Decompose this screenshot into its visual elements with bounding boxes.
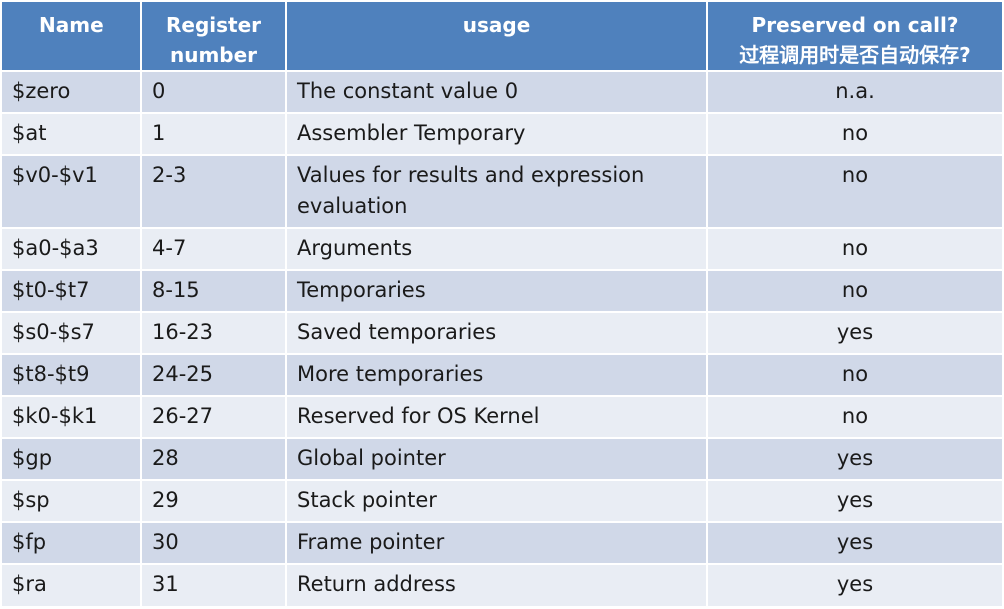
table-row: $zero 0 The constant value 0 n.a.: [2, 70, 1002, 113]
cell-usage: Saved temporaries: [286, 311, 708, 354]
table-row: $fp 30 Frame pointer yes: [2, 521, 1002, 564]
cell-usage: Values for results and expression evalua…: [286, 154, 708, 228]
cell-number: 26-27: [141, 395, 287, 438]
cell-usage: Temporaries: [286, 269, 708, 312]
header-preserved-line1: Preserved on call?: [751, 13, 959, 37]
cell-preserved: no: [707, 112, 1002, 155]
cell-number: 16-23: [141, 311, 287, 354]
header-register-number-line1: Register: [165, 13, 262, 37]
cell-usage: Stack pointer: [286, 479, 708, 522]
table-row: $a0-$a3 4-7 Arguments no: [2, 227, 1002, 270]
cell-name: $fp: [2, 521, 142, 564]
cell-number: 28: [141, 437, 287, 480]
cell-name: $ra: [2, 563, 142, 606]
cell-preserved: yes: [707, 479, 1002, 522]
cell-preserved: no: [707, 227, 1002, 270]
cell-name: $sp: [2, 479, 142, 522]
cell-usage: Arguments: [286, 227, 708, 270]
cell-preserved: yes: [707, 437, 1002, 480]
header-register-number-line2: number: [169, 43, 258, 67]
header-preserved-line2: 过程调用时是否自动保存?: [739, 43, 971, 67]
cell-name: $at: [2, 112, 142, 155]
table-row: $v0-$v1 2-3 Values for results and expre…: [2, 154, 1002, 228]
cell-preserved: no: [707, 154, 1002, 228]
cell-usage: Assembler Temporary: [286, 112, 708, 155]
cell-preserved: yes: [707, 521, 1002, 564]
table-row: $gp 28 Global pointer yes: [2, 437, 1002, 480]
table-row: $s0-$s7 16-23 Saved temporaries yes: [2, 311, 1002, 354]
cell-preserved: yes: [707, 563, 1002, 606]
cell-name: $gp: [2, 437, 142, 480]
header-usage: usage: [286, 2, 708, 71]
cell-number: 29: [141, 479, 287, 522]
cell-usage: More temporaries: [286, 353, 708, 396]
cell-usage: The constant value 0: [286, 70, 708, 113]
cell-number: 0: [141, 70, 287, 113]
header-name: Name: [2, 2, 142, 71]
cell-number: 2-3: [141, 154, 287, 228]
cell-name: $k0-$k1: [2, 395, 142, 438]
header-row: Name Register number usage Preserved on …: [2, 2, 1002, 71]
cell-number: 1: [141, 112, 287, 155]
cell-name: $t8-$t9: [2, 353, 142, 396]
table-row: $at 1 Assembler Temporary no: [2, 112, 1002, 155]
cell-number: 4-7: [141, 227, 287, 270]
cell-name: $t0-$t7: [2, 269, 142, 312]
cell-number: 8-15: [141, 269, 287, 312]
header-usage-label: usage: [462, 13, 531, 37]
cell-usage: Return address: [286, 563, 708, 606]
cell-preserved: yes: [707, 311, 1002, 354]
cell-preserved: no: [707, 353, 1002, 396]
table-row: $sp 29 Stack pointer yes: [2, 479, 1002, 522]
cell-preserved: no: [707, 269, 1002, 312]
cell-usage: Global pointer: [286, 437, 708, 480]
cell-name: $a0-$a3: [2, 227, 142, 270]
table-row: $t0-$t7 8-15 Temporaries no: [2, 269, 1002, 312]
header-name-label: Name: [39, 13, 104, 37]
header-register-number: Register number: [141, 2, 287, 71]
table-row: $k0-$k1 26-27 Reserved for OS Kernel no: [2, 395, 1002, 438]
cell-usage: Reserved for OS Kernel: [286, 395, 708, 438]
cell-name: $s0-$s7: [2, 311, 142, 354]
cell-usage: Frame pointer: [286, 521, 708, 564]
cell-preserved: no: [707, 395, 1002, 438]
table-row: $t8-$t9 24-25 More temporaries no: [2, 353, 1002, 396]
table-row: $ra 31 Return address yes: [2, 563, 1002, 606]
header-preserved: Preserved on call? 过程调用时是否自动保存?: [707, 2, 1002, 71]
cell-number: 24-25: [141, 353, 287, 396]
cell-name: $v0-$v1: [2, 154, 142, 228]
cell-preserved: n.a.: [707, 70, 1002, 113]
cell-name: $zero: [2, 70, 142, 113]
cell-number: 31: [141, 563, 287, 606]
cell-number: 30: [141, 521, 287, 564]
